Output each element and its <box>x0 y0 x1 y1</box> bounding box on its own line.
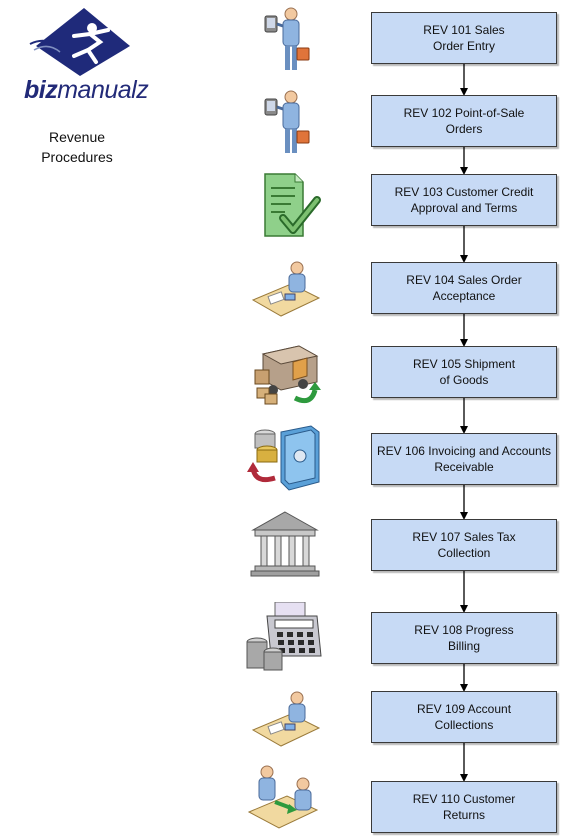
bizmanualz-logo: bizmanualz <box>22 6 162 106</box>
step-box-rev-105[interactable]: REV 105 Shipment of Goods <box>371 346 557 398</box>
person-with-tablet-and-briefcase-icon <box>245 4 325 76</box>
step-box-rev-103[interactable]: REV 103 Customer Credit Approval and Ter… <box>371 174 557 226</box>
step-box-rev-109[interactable]: REV 109 Account Collections <box>371 691 557 743</box>
step-box-rev-107[interactable]: REV 107 Sales Tax Collection <box>371 519 557 571</box>
page-subtitle: Revenue Procedures <box>41 129 113 165</box>
step-box-rev-101[interactable]: REV 101 Sales Order Entry <box>371 12 557 64</box>
two-people-exchange-icon <box>245 762 325 834</box>
brand-bold: biz <box>24 76 58 104</box>
logo-runner-icon <box>29 8 130 76</box>
brand-rest: manualz <box>57 76 149 104</box>
calculator-and-coins-icon <box>245 602 325 674</box>
brand-wordmark: bizmanualz <box>24 76 149 105</box>
person-at-desk-icon <box>245 254 325 326</box>
person-at-desk-icon-2 <box>245 684 325 756</box>
delivery-truck-icon <box>245 340 325 412</box>
government-building-icon <box>245 508 325 580</box>
document-checkmark-icon <box>245 170 325 242</box>
step-box-rev-104[interactable]: REV 104 Sales Order Acceptance <box>371 262 557 314</box>
step-box-rev-108[interactable]: REV 108 Progress Billing <box>371 612 557 664</box>
step-box-rev-110[interactable]: REV 110 Customer Returns <box>371 781 557 833</box>
coins-and-safe-icon <box>245 424 325 496</box>
person-with-tablet-and-briefcase-icon-2 <box>245 87 325 159</box>
step-box-rev-102[interactable]: REV 102 Point-of-Sale Orders <box>371 95 557 147</box>
step-box-rev-106[interactable]: REV 106 Invoicing and Accounts Receivabl… <box>371 433 557 485</box>
